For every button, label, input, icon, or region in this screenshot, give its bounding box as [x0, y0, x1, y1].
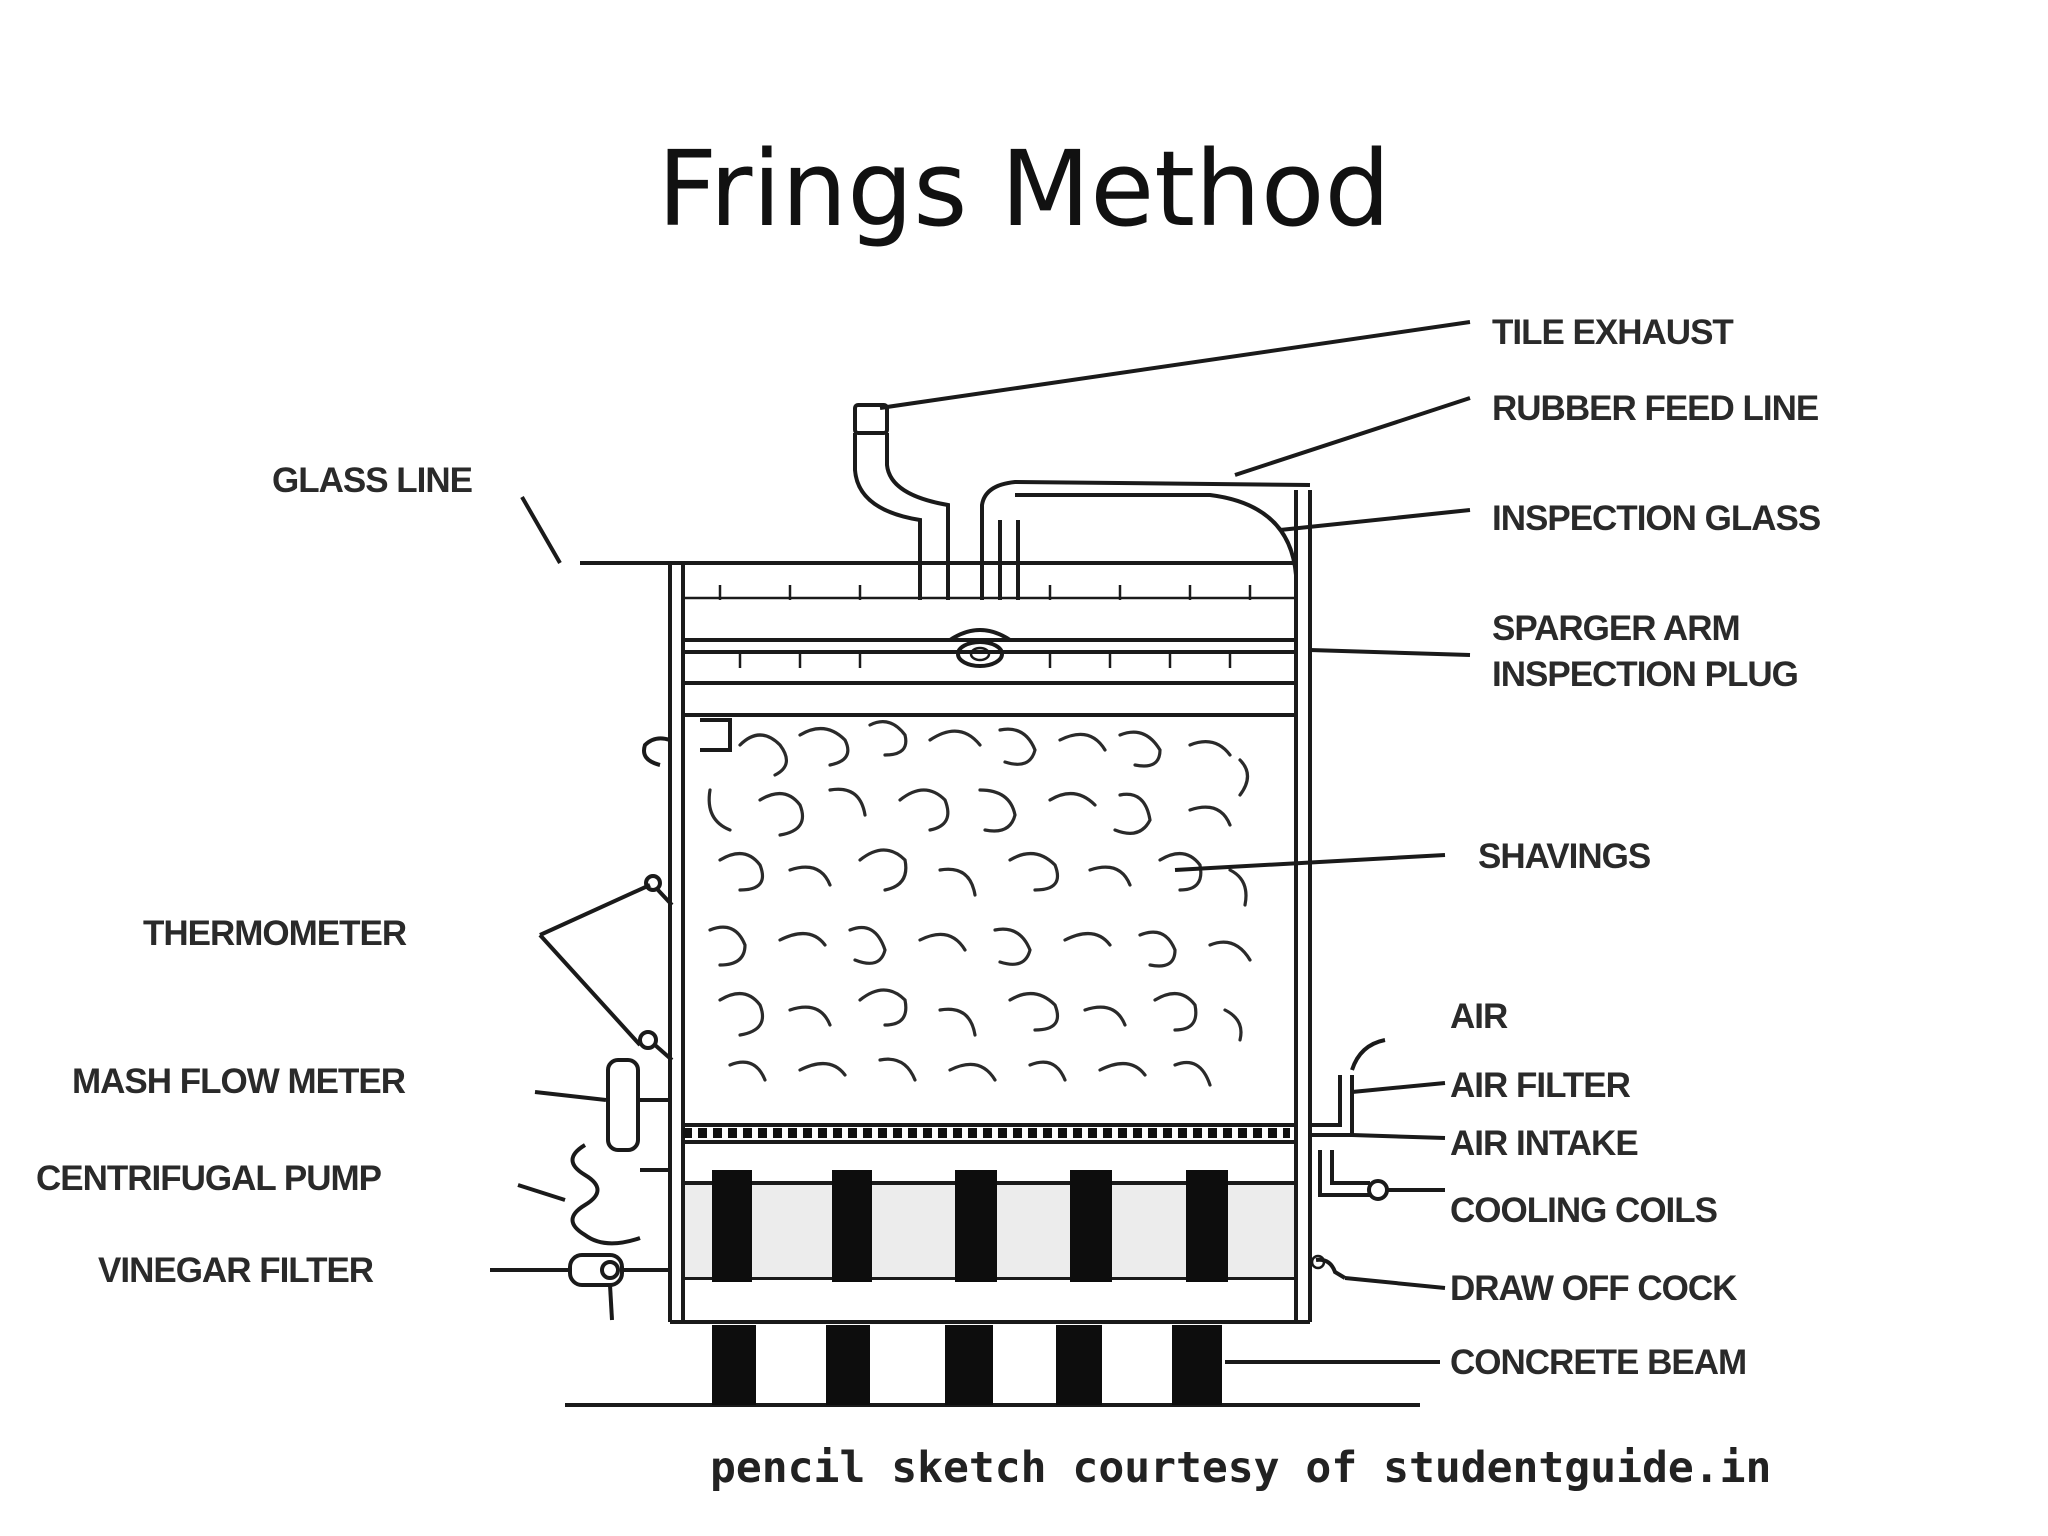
label-rubber-feed-line: RUBBER FEED LINE	[1492, 389, 1818, 428]
image-credit: pencil sketch courtesy of studentguide.i…	[710, 1443, 1771, 1493]
cooling-coil-bars	[712, 1170, 1228, 1282]
label-centrifugal-pump: CENTRIFUGAL PUMP	[36, 1159, 382, 1198]
label-tile-exhaust: TILE EXHAUST	[1492, 313, 1733, 352]
label-cooling-coils: COOLING COILS	[1450, 1191, 1717, 1230]
label-air: AIR	[1450, 997, 1508, 1036]
concrete-beams	[712, 1325, 1222, 1405]
wood-shavings	[707, 720, 1252, 1087]
left-side-fittings	[568, 718, 732, 1321]
label-glass-line: GLASS LINE	[272, 461, 472, 500]
label-air-filter: AIR FILTER	[1450, 1066, 1631, 1105]
right-side-fittings	[1310, 1075, 1389, 1280]
label-concrete-beam: CONCRETE BEAM	[1450, 1343, 1746, 1382]
label-vinegar-filter: VINEGAR FILTER	[98, 1251, 374, 1290]
label-thermometer: THERMOMETER	[143, 914, 407, 953]
label-inspection-plug: INSPECTION PLUG	[1492, 655, 1798, 694]
slide-title: Frings Method	[657, 128, 1391, 250]
label-draw-off-cock: DRAW OFF COCK	[1450, 1269, 1737, 1308]
feed-line-hood	[948, 479, 1311, 668]
label-mash-flow-meter: MASH FLOW METER	[72, 1062, 406, 1101]
label-air-intake: AIR INTAKE	[1450, 1124, 1638, 1163]
label-sparger-arm: SPARGER ARM	[1492, 609, 1740, 648]
label-inspection-glass: INSPECTION GLASS	[1492, 499, 1820, 538]
tile-exhaust-pipe	[853, 403, 950, 600]
leader-lines	[490, 320, 1471, 1364]
label-shavings: SHAVINGS	[1478, 837, 1650, 876]
